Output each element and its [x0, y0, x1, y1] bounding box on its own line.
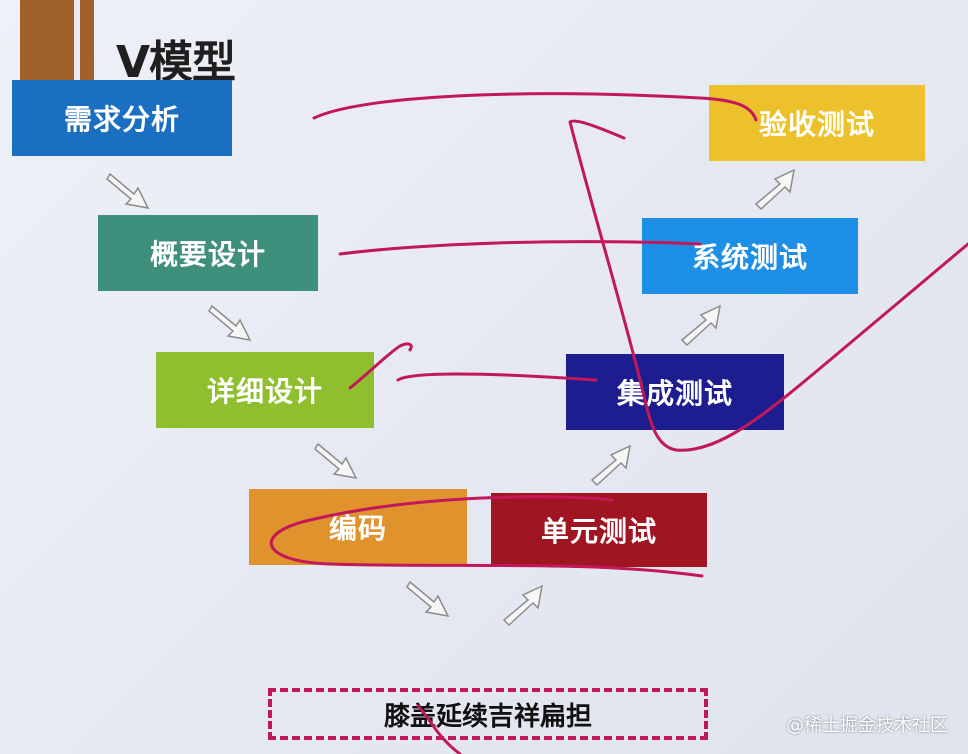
box-detailed-design: 详细设计 — [156, 352, 374, 428]
watermark: @稀土掘金技术社区 — [786, 715, 948, 736]
decor-bar-right — [80, 0, 94, 80]
decor-gap — [74, 0, 80, 80]
arrow-down-right-icon — [314, 442, 358, 480]
box-unit-test: 单元测试 — [491, 493, 707, 567]
box-integration-test: 集成测试 — [566, 354, 784, 430]
arrow-up-right-icon — [680, 304, 721, 347]
arrow-down-right-icon — [406, 580, 450, 618]
annotation-box: 膝盖延续吉祥扁担 — [268, 688, 708, 740]
box-acceptance-test: 验收测试 — [709, 85, 925, 161]
box-system-test: 系统测试 — [642, 218, 858, 294]
arrow-up-right-icon — [754, 168, 795, 211]
arrow-up-right-icon — [502, 584, 543, 627]
decor-bar-left — [20, 0, 74, 80]
diagram-title: V模型 — [116, 37, 236, 88]
arrow-down-right-icon — [208, 304, 252, 342]
box-requirements: 需求分析 — [12, 80, 232, 156]
box-coding: 编码 — [249, 489, 467, 565]
box-overview-design: 概要设计 — [98, 215, 318, 291]
ink-link-requirements-acceptance — [312, 92, 758, 122]
arrow-down-right-icon — [106, 172, 150, 210]
arrow-up-right-icon — [590, 444, 631, 487]
